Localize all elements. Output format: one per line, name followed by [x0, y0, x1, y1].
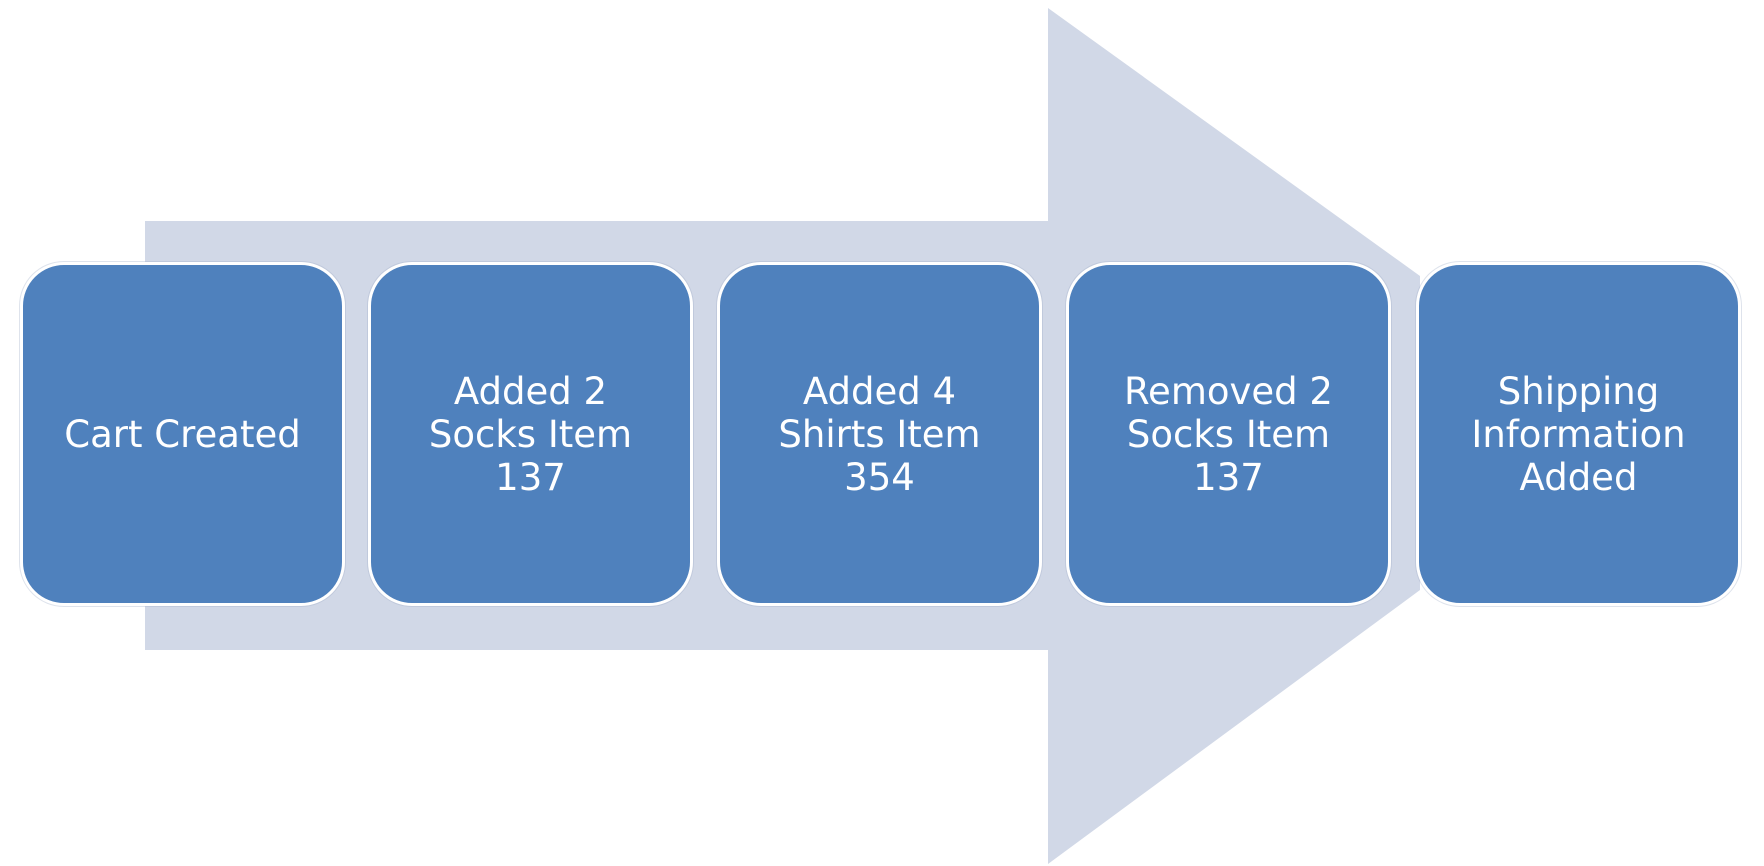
- step-shipping-information-added: Shipping Information Added: [1416, 262, 1741, 606]
- step-label: Removed 2 Socks Item 137: [1124, 369, 1333, 499]
- step-label: Added 4 Shirts Item 354: [778, 369, 981, 499]
- step-label: Cart Created: [64, 412, 301, 456]
- step-added-socks: Added 2 Socks Item 137: [368, 262, 693, 606]
- step-removed-socks: Removed 2 Socks Item 137: [1066, 262, 1391, 606]
- step-label: Added 2 Socks Item 137: [428, 369, 633, 499]
- step-added-shirts: Added 4 Shirts Item 354: [717, 262, 1042, 606]
- step-cart-created: Cart Created: [20, 262, 345, 606]
- step-label: Shipping Information Added: [1471, 369, 1686, 499]
